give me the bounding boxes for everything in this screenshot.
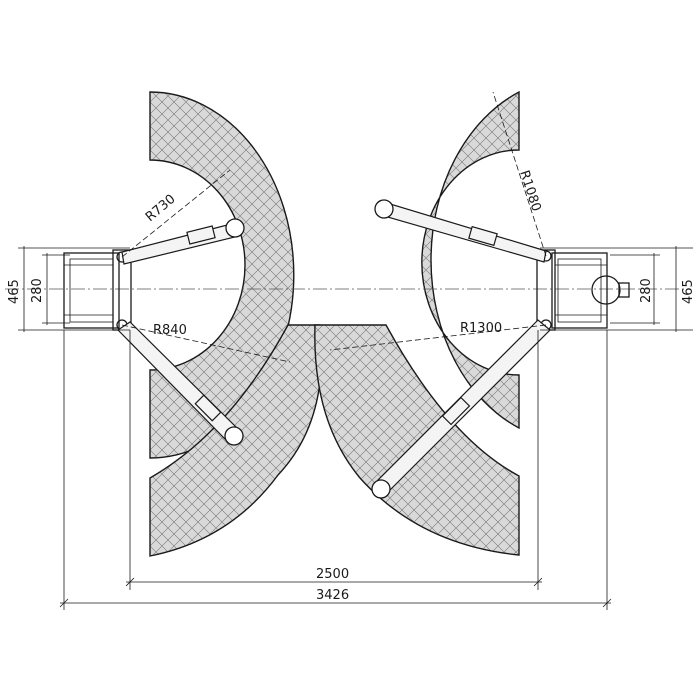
right-lower-arm-pad bbox=[371, 479, 391, 499]
right-upper-arm-pad bbox=[374, 199, 394, 219]
left-upper-arm-pad bbox=[225, 218, 245, 238]
overall-width-label: 3426 bbox=[316, 588, 349, 603]
radius-label-r840: R840 bbox=[153, 323, 187, 338]
radius-leaders bbox=[121, 91, 547, 363]
left-outer-height-label: 465 bbox=[7, 279, 22, 304]
right-outer-height-label: 465 bbox=[681, 279, 696, 304]
inner-width-label: 2500 bbox=[316, 567, 349, 582]
left-height-dimensions bbox=[18, 246, 130, 332]
right-upper-swing-zone bbox=[421, 90, 520, 430]
right-height-dimensions bbox=[540, 246, 693, 332]
left-lower-arm-pad bbox=[224, 426, 244, 446]
radius-label-r1300: R1300 bbox=[460, 321, 502, 336]
radius-label-r1080: R1080 bbox=[516, 169, 543, 214]
left-post bbox=[63, 249, 132, 331]
right-post bbox=[536, 249, 630, 331]
left-inner-height-label: 280 bbox=[30, 278, 45, 303]
width-dimensions bbox=[59, 330, 612, 610]
lift-arms bbox=[117, 199, 551, 499]
right-lower-swing-zone bbox=[314, 324, 520, 556]
right-motor bbox=[591, 275, 621, 305]
radius-label-r730: R730 bbox=[143, 192, 179, 225]
right-inner-height-label: 280 bbox=[639, 278, 654, 303]
